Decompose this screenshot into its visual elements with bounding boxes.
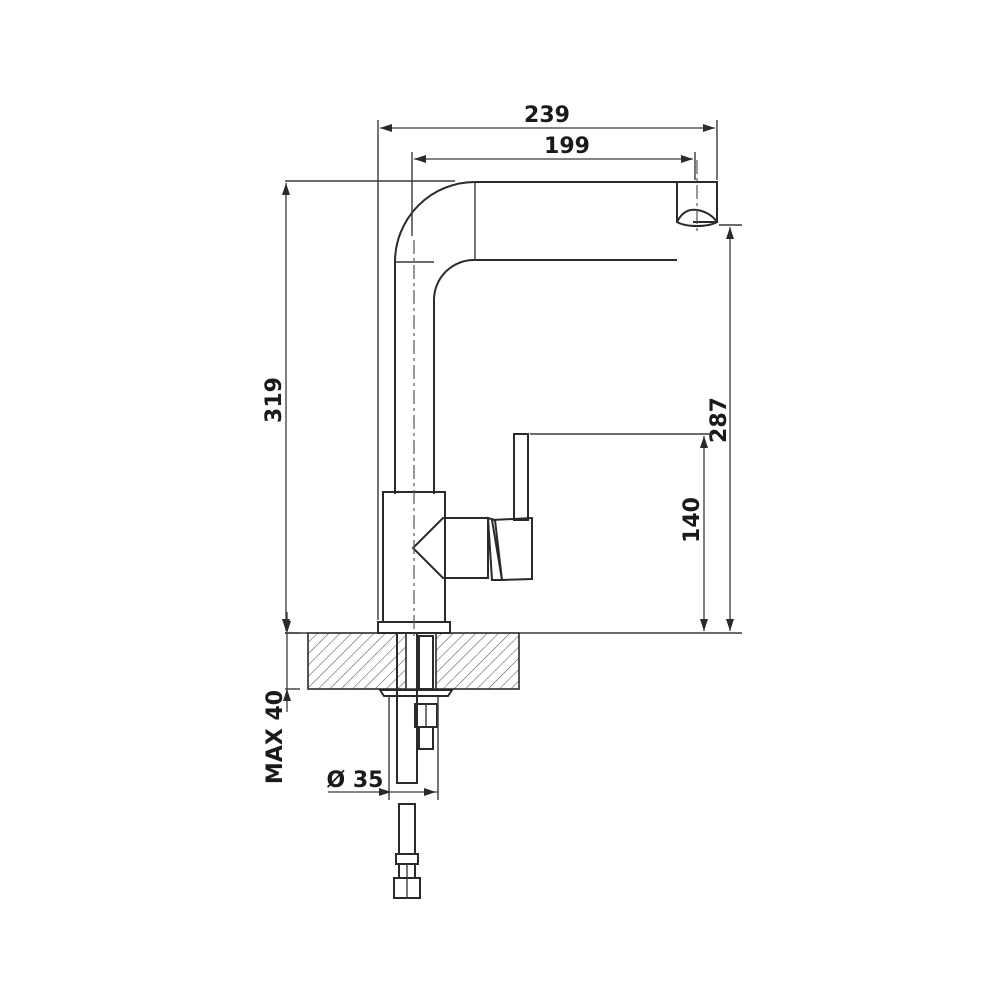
mounting-fittings: [378, 632, 454, 899]
centerlines: [413, 160, 698, 640]
label-max-40: MAX 40: [263, 690, 288, 784]
label-199: 199: [544, 134, 590, 159]
dim-outlet-height: 287: [519, 224, 742, 634]
dim-lever-height: 140: [530, 433, 712, 631]
label-319: 319: [262, 377, 287, 423]
label-diameter-35: Ø 35: [327, 768, 384, 793]
label-140: 140: [680, 497, 705, 543]
dim-spout-reach: 199: [411, 134, 696, 236]
faucet-body: [377, 181, 719, 634]
countertop-section: [307, 632, 520, 690]
dim-total-width: 239: [377, 103, 718, 620]
label-287: 287: [707, 397, 732, 443]
dim-hole-diameter: Ø 35: [327, 696, 439, 800]
dim-max-thickness: MAX 40: [263, 612, 300, 784]
dim-total-height: 319: [262, 180, 455, 634]
label-239: 239: [524, 103, 570, 128]
